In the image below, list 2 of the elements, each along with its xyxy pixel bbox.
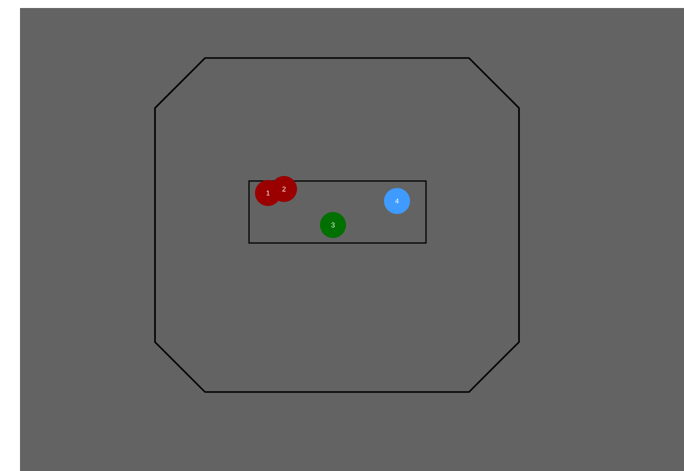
rectangle-outline <box>248 180 427 244</box>
octagon-outline <box>154 57 520 393</box>
